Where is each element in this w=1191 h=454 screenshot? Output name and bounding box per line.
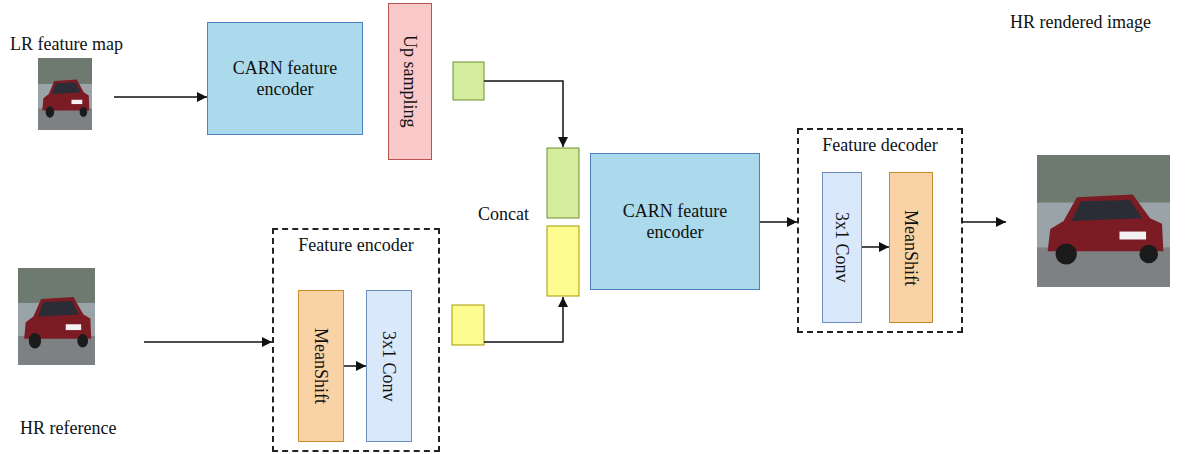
concat-hr-block [547, 226, 579, 296]
lr-car-image [38, 58, 92, 130]
upsampling-box: Up sampling [388, 3, 432, 160]
image-caption: HR reference [20, 418, 116, 439]
box-label: Up sampling [400, 35, 421, 128]
lr-feature-block [453, 62, 484, 100]
meanshift-box: MeanShift [298, 290, 344, 442]
hr-rendered-car-image [1037, 155, 1170, 287]
box-label: CARN feature encoder [613, 201, 737, 242]
concat-arrow [484, 297, 563, 342]
decoder-group: Feature decoder 3x1 Conv MeanShift [797, 128, 963, 333]
flow-arrow [144, 341, 272, 343]
box-label: MeanShift [901, 210, 922, 286]
group-heading: Feature decoder [799, 135, 961, 156]
conv-box: 3x1 Conv [822, 172, 862, 323]
box-label: MeanShift [311, 328, 332, 404]
flow-arrow [344, 365, 366, 367]
conv-box: 3x1 Conv [366, 290, 412, 442]
flow-arrow [963, 221, 1006, 223]
box-label: 3x1 Conv [832, 212, 853, 283]
box-label: CARN feature encoder [223, 58, 347, 99]
flow-arrow [114, 96, 207, 98]
output-image: HR rendered image [1006, 12, 1186, 292]
flow-arrow [862, 246, 889, 248]
concat-arrow [484, 81, 563, 147]
encoder-box: CARN feature encoder [590, 153, 760, 290]
free-label: Concat [476, 204, 531, 225]
meanshift-box: MeanShift [889, 172, 933, 323]
box-label: 3x1 Conv [379, 331, 400, 402]
reference-image: HR reference [14, 266, 144, 444]
group-heading: Feature encoder [274, 235, 438, 256]
input-image: LR feature map [6, 34, 114, 132]
flow-arrow [760, 221, 797, 223]
image-caption: HR rendered image [1010, 12, 1151, 33]
image-caption: LR feature map [10, 34, 123, 55]
concat-lr-block [547, 148, 579, 218]
encoder-group: Feature encoderMeanShift 3x1 Conv [272, 228, 440, 452]
encoder-box: CARN feature encoder [207, 22, 363, 135]
hr-feature-block [452, 305, 484, 345]
hr-reference-car-image [18, 268, 95, 365]
